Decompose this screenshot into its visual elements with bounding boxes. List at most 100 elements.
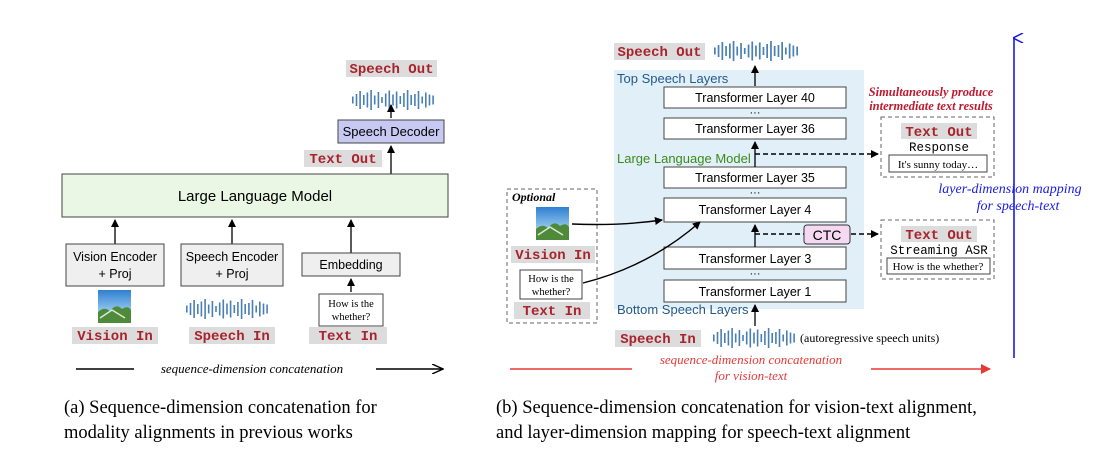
- transformer-layer-36-label: Transformer Layer 36: [695, 122, 815, 136]
- waveform-bar: [796, 46, 798, 56]
- waveform-bar: [789, 332, 792, 344]
- vision-encoder-box: [65, 243, 165, 287]
- waveform-bar: [732, 41, 735, 61]
- waveform-bar: [738, 330, 741, 346]
- dots-2: ···: [750, 187, 761, 199]
- waveform-bar: [222, 299, 225, 319]
- speech-in-waveform-icon: [186, 299, 268, 319]
- waveform-bar: [262, 303, 265, 315]
- seq-concat-label: sequence-dimension concatenation: [161, 361, 343, 376]
- waveform-bar: [734, 333, 737, 343]
- streaming-title-bg: [901, 226, 977, 242]
- b-speech-out-label-bg: [614, 43, 705, 60]
- waveform-bar: [762, 47, 765, 55]
- waveform-bar: [717, 45, 720, 57]
- streaming-title: Text Out: [905, 228, 972, 244]
- b-seq-concat-line2: for vision-text: [715, 368, 788, 383]
- waveform-bar: [266, 304, 268, 314]
- question-box: [318, 293, 384, 327]
- waveform-bar: [417, 91, 420, 109]
- waveform-bar: [713, 334, 715, 342]
- vision-image-icon: [98, 290, 131, 323]
- waveform-bar: [727, 330, 730, 346]
- waveform-bar: [384, 93, 387, 107]
- question-line2: whether?: [332, 312, 371, 323]
- waveform-bar: [729, 43, 731, 59]
- question-line1: How is the: [328, 299, 374, 310]
- waveform-bar: [414, 94, 416, 106]
- b-vision-in-label: Vision In: [515, 248, 591, 264]
- waveform-bar: [366, 92, 369, 108]
- waveform-bar: [767, 328, 770, 348]
- b-text-in-label: Text In: [523, 304, 582, 320]
- waveform-bar: [788, 43, 791, 59]
- vision-in-label-bg: [72, 327, 158, 344]
- waveform-bar: [186, 305, 188, 313]
- waveform-bar: [758, 42, 761, 60]
- waveform-bar: [381, 97, 383, 103]
- waveform-bar: [432, 95, 434, 105]
- waveform-bar: [428, 94, 431, 106]
- transformer-layer-35-label: Transformer Layer 35: [695, 171, 815, 185]
- waveform-bar: [403, 93, 405, 107]
- waveform-bar: [388, 90, 391, 110]
- waveform-bar: [363, 95, 365, 105]
- dots-1: ···: [750, 107, 761, 119]
- caption-b-line1: (b) Sequence-dimension concatenation for…: [496, 398, 977, 418]
- waveform-bar: [716, 332, 719, 344]
- waveform-bar: [793, 333, 795, 343]
- simultaneous-line2: intermediate text results: [869, 99, 993, 113]
- waveform-bar: [736, 46, 739, 56]
- waveform-bar: [777, 45, 780, 57]
- waveform-bar: [259, 301, 261, 317]
- waveform-bar: [766, 44, 768, 58]
- transformer-layer-3-label: Transformer Layer 3: [699, 252, 812, 266]
- caption-a-line2: modality alignments in previous works: [64, 423, 353, 443]
- waveform-bar: [207, 304, 210, 314]
- waveform-bar: [792, 45, 795, 57]
- waveform-bar: [753, 332, 755, 344]
- waveform-bar: [782, 334, 784, 342]
- waveform-bar: [211, 301, 214, 317]
- waveform-bar: [204, 299, 206, 319]
- transformer-layer-4: [663, 197, 847, 223]
- panel-b: Speech Out Top Speech Layers Large Langu…: [496, 38, 1082, 443]
- waveform-bar: [781, 42, 783, 60]
- bottom-layers-label: Bottom Speech Layers: [617, 302, 749, 317]
- waveform-bar: [764, 331, 766, 345]
- waveform-bar: [770, 41, 772, 61]
- waveform-bar: [240, 299, 243, 319]
- simultaneous-line1: Simultaneously produce: [869, 85, 994, 99]
- waveform-bar: [755, 45, 757, 57]
- waveform-bar: [248, 303, 250, 315]
- waveform-bar: [421, 96, 423, 104]
- waveform-bar: [775, 332, 777, 344]
- waveform-bar: [425, 92, 427, 108]
- waveform-bar: [786, 330, 788, 346]
- waveform-bar: [747, 44, 750, 58]
- waveform-bar: [355, 94, 358, 106]
- waveform-bar: [749, 328, 752, 348]
- llm-label: Large Language Model: [178, 188, 332, 205]
- caption-b-line2: and layer-dimension mapping for speech-t…: [496, 423, 911, 443]
- response-title-bg: [901, 123, 977, 139]
- b-seq-concat-line1: sequence-dimension concatenation: [660, 352, 842, 367]
- waveform-bar: [756, 329, 759, 347]
- speech-out-waveform-icon: [352, 90, 434, 110]
- b-speech-in-label-bg: [615, 330, 701, 347]
- b-speech-in-label: Speech In: [620, 332, 696, 348]
- waveform-bar: [359, 91, 361, 109]
- waveform-bar: [399, 96, 402, 104]
- waveform-bar: [771, 333, 773, 343]
- waveform-bar: [778, 329, 781, 347]
- waveform-bar: [760, 334, 763, 342]
- transformer-layer-40-label: Transformer Layer 40: [695, 91, 815, 105]
- b-question-line1: How is the: [528, 274, 574, 285]
- waveform-bar: [370, 90, 372, 110]
- transformer-layer-4-label: Transformer Layer 4: [699, 203, 812, 217]
- b-question-line2: whether?: [532, 287, 571, 298]
- waveform-bar: [233, 305, 236, 313]
- dots-3: ···: [750, 268, 761, 280]
- response-subtitle: Response: [909, 141, 969, 155]
